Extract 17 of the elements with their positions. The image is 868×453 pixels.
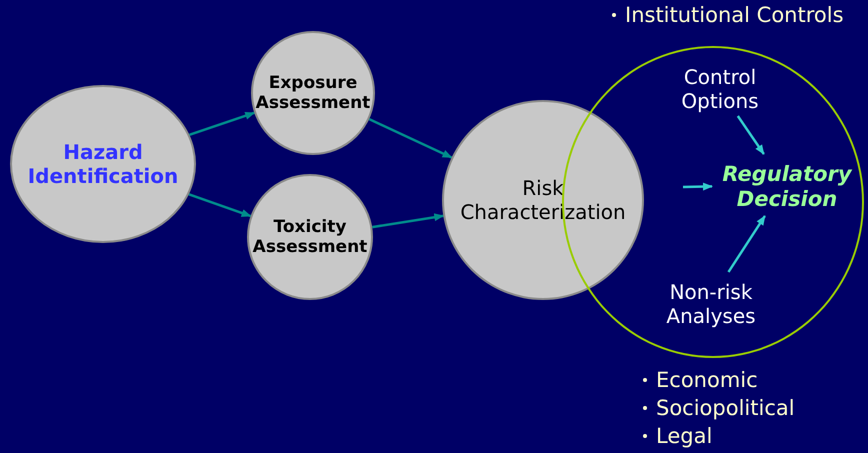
arrow — [727, 215, 766, 273]
arrow — [188, 193, 252, 218]
arrow — [682, 182, 713, 191]
node-text: Non-risk Analyses — [665, 280, 757, 328]
bullet-item: Economic — [643, 368, 758, 392]
bullet-item: Legal — [643, 424, 712, 448]
node-label: Toxicity Assessment — [252, 216, 368, 258]
arrow — [189, 112, 256, 136]
arrow — [736, 115, 765, 155]
node-label: Hazard Identification — [26, 140, 180, 188]
bullet-item: Institutional Controls — [612, 3, 844, 27]
node-label: Exposure Assessment — [254, 72, 372, 114]
node-text: Regulatory Decision — [721, 162, 854, 212]
arrow — [368, 118, 452, 159]
node-text: Control Options — [680, 65, 760, 113]
bullet-item: Sociopolitical — [643, 396, 795, 420]
arrow — [372, 213, 444, 228]
